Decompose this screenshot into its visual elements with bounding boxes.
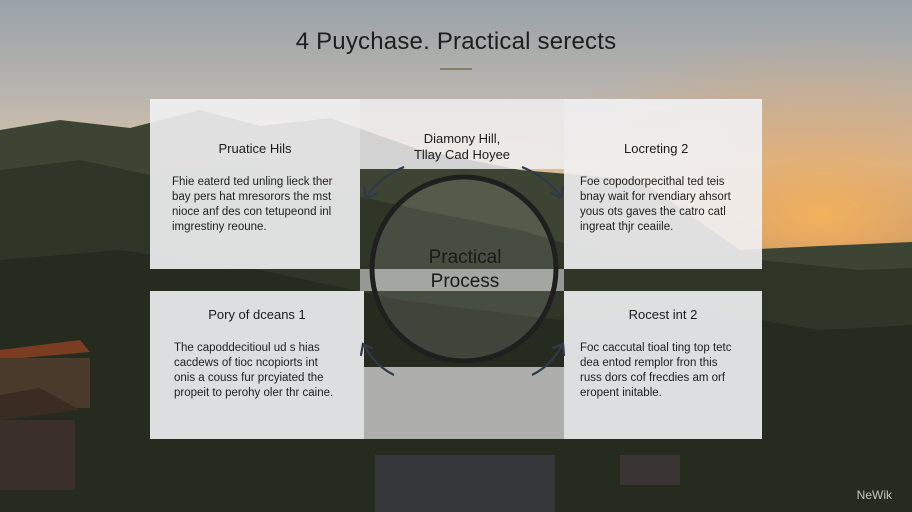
- process-panel: Pruatice Hils Fhie eaterd ted unling lie…: [150, 99, 762, 439]
- card-top-right: Locreting 2 Foe copodorpecithal ted teis…: [564, 99, 762, 269]
- card-bottom-right: Rocest int 2 Foc caccutal tioal ting top…: [564, 291, 762, 439]
- card-line: Fhie eaterd ted unling lieck ther: [172, 176, 333, 188]
- card-body: Foe copodorpecithal ted teis bnay wait f…: [580, 175, 760, 235]
- card-line: Foc caccutal tioal ting top tetc: [580, 342, 732, 354]
- card-top-center-bg: [360, 99, 564, 169]
- card-line: The capoddecitioul ud s hias: [174, 342, 320, 354]
- card-line: cacdews of tioc ncopiorts int: [174, 357, 318, 369]
- card-line: nioce anf des con tetupeond inl: [172, 206, 332, 218]
- card-top-left: Pruatice Hils Fhie eaterd ted unling lie…: [150, 99, 360, 269]
- card-line: imgrestiny reoune.: [172, 221, 267, 233]
- card-line: bnay wait for rvendiary ahsort: [580, 191, 731, 203]
- card-bottom-left: Pory of dceans 1 The capoddecitioul ud s…: [150, 291, 364, 439]
- card-body: Foc caccutal tioal ting top tetc dea ent…: [580, 341, 760, 401]
- card-line: onis a couss fur prcyiated the: [174, 372, 324, 384]
- card-line: propeit to perohy oler thr caine.: [174, 387, 334, 399]
- page-title: 4 Puychase. Practical serects: [295, 28, 617, 55]
- card-line: bay pers hat mresorors the mst: [172, 191, 332, 203]
- card-body: The capoddecitioul ud s hias cacdews of …: [174, 341, 360, 401]
- card-line: Foe copodorpecithal ted teis: [580, 176, 725, 188]
- card-bottom-center-bg: [364, 367, 564, 439]
- top-center-label: Diamony Hill, Tllay Cad Hoyee: [360, 131, 564, 163]
- center-label-line: Process: [430, 271, 500, 292]
- card-title: Rocest int 2: [628, 307, 698, 322]
- card-line: eropent initable.: [580, 387, 662, 399]
- title-divider: [440, 68, 472, 70]
- card-line: yous ots gaves the catro catl: [580, 206, 726, 218]
- card-line: dea entod remplor fron this: [580, 357, 718, 369]
- watermark: NeWik: [856, 488, 892, 502]
- center-label: Practical Process: [390, 246, 540, 294]
- card-body: Fhie eaterd ted unling lieck ther bay pe…: [172, 175, 352, 235]
- top-center-line: Tllay Cad Hoyee: [413, 147, 511, 162]
- card-line: russ dors cof frecdies am orf: [580, 372, 726, 384]
- center-label-line: Practical: [428, 247, 502, 268]
- card-line: ingreat thjr ceaiile.: [580, 221, 674, 233]
- card-title: Locreting 2: [624, 141, 689, 156]
- top-center-line: Diamony Hill,: [423, 131, 501, 146]
- card-title: Pruatice Hils: [218, 141, 292, 156]
- card-title: Pory of dceans 1: [208, 307, 306, 322]
